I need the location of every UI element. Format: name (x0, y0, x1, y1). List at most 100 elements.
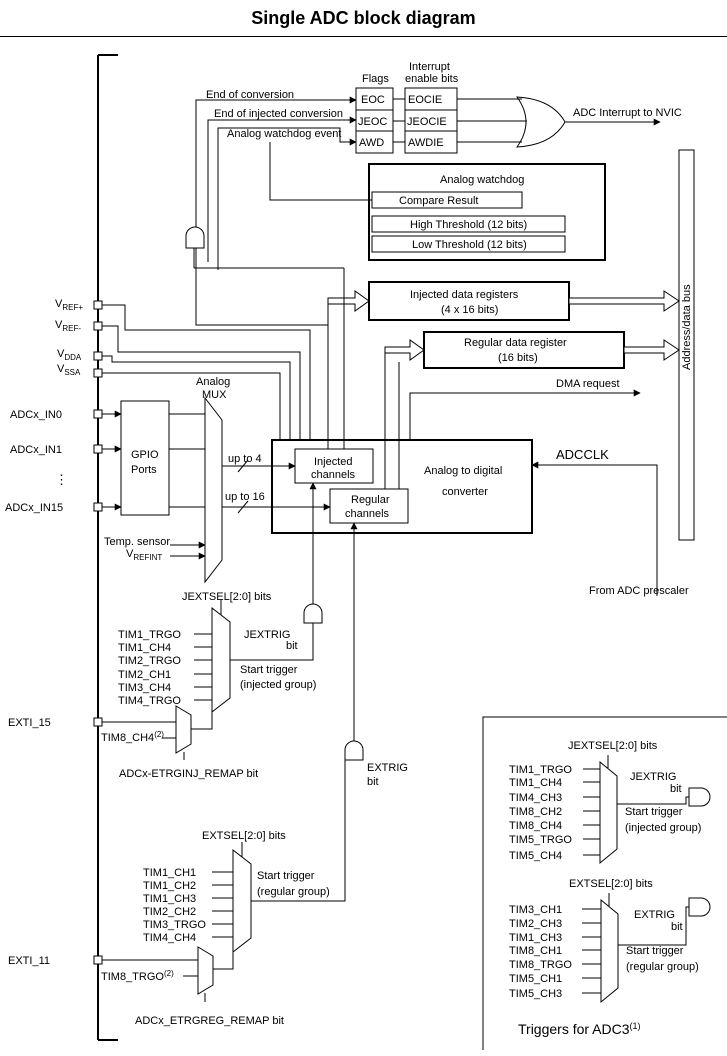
adc3-trigger-frame (482, 716, 727, 1050)
adc3-reg-trigger-3: TIM8_CH1 (509, 945, 562, 957)
pin-in1 (93, 444, 103, 454)
vref-minus-label: VREF- (55, 319, 81, 333)
pin-vref-minus (93, 321, 103, 331)
int-eocie: EOCIE (408, 94, 442, 106)
gpio-label-1: GPIO (131, 449, 159, 461)
adc-interrupt-label: ADC Interrupt to NVIC (573, 107, 682, 119)
adc3-injected-trigger-list: TIM1_TRGO TIM1_CH4 TIM4_CH3 TIM8_CH2 TIM… (509, 764, 572, 862)
regular-trigger-mux (232, 848, 252, 954)
injected-regs-2: (4 x 16 bits) (441, 304, 498, 316)
adc3-caption: Triggers for ADC3(1) (518, 1021, 641, 1037)
adc3-jextrig-1: JEXTRIG (630, 771, 676, 783)
regular-ch-1: Regular (351, 494, 390, 506)
start-regular-2: (regular group) (257, 886, 330, 898)
interrupt-header-1: Interrupt (409, 61, 450, 73)
event-awd-label: Analog watchdog event (227, 128, 341, 140)
title-rule (0, 36, 727, 37)
extsel-label: EXTSEL[2:0] bits (202, 830, 286, 842)
up-to-16: up to 16 (225, 491, 265, 503)
extrig-label-2: bit (367, 776, 379, 788)
adc-label-2: converter (442, 486, 488, 498)
gpio-label-2: Ports (131, 464, 157, 476)
reg-trigger-5: TIM4_CH4 (143, 932, 196, 944)
watchdog-title: Analog watchdog (440, 174, 524, 186)
low-threshold: Low Threshold (12 bits) (412, 239, 527, 251)
pin-vdda (93, 351, 103, 361)
pin-exti11 (93, 955, 103, 965)
high-threshold-box (371, 215, 566, 233)
regular-reg-1: Regular data register (464, 337, 567, 349)
adc3-jextrig-2: bit (670, 783, 682, 795)
adc3-jextrig-and-gate (688, 787, 711, 807)
injected-ch-2: channels (311, 469, 356, 481)
event-jeoc-label: End of injected conversion (214, 108, 343, 120)
adc3-inj-trigger-1: TIM1_CH4 (509, 777, 562, 789)
vssa-label: VSSA (57, 363, 81, 377)
adc3-reg-trigger-6: TIM5_CH3 (509, 988, 562, 1000)
adc3-inj-trigger-5: TIM5_TRGO (509, 834, 572, 846)
adc3-extsel: EXTSEL[2:0] bits (569, 878, 653, 890)
analog-watchdog-block (368, 163, 606, 261)
flag-jeoc: JEOC (358, 116, 387, 128)
regular-reg-2: (16 bits) (498, 352, 538, 364)
int-awdie: AWDIE (408, 137, 444, 149)
adc3-reg-trigger-2: TIM1_CH3 (509, 932, 562, 944)
injected-trigger-list: TIM1_TRGO TIM1_CH4 TIM2_TRGO TIM2_CH1 TI… (118, 629, 181, 707)
jextrig-label-2: bit (286, 640, 298, 652)
etrgreg-remap-mux (197, 946, 214, 995)
reg-trigger-0: TIM1_CH1 (143, 867, 196, 879)
from-prescaler: From ADC prescaler (589, 585, 689, 597)
adc3-start-injected-2: (injected group) (625, 822, 701, 834)
inj-trigger-5: TIM4_TRGO (118, 695, 181, 707)
adc3-reg-trigger-1: TIM2_CH3 (509, 918, 562, 930)
address-bus-label: Address/data bus (681, 284, 693, 370)
tim8-ch4-label: TIM8_CH4(2) (101, 730, 164, 744)
vrefint-label: VREFINT (126, 548, 162, 562)
inj-trigger-1: TIM1_CH4 (118, 642, 171, 654)
adc3-reg-trigger-4: TIM8_TRGO (509, 959, 572, 971)
start-injected-2: (injected group) (240, 679, 316, 691)
pin-in15 (93, 502, 103, 512)
adc3-regular-mux (600, 898, 619, 1004)
reg-trigger-3: TIM2_CH2 (143, 906, 196, 918)
exti11-label: EXTI_11 (8, 955, 50, 967)
extrig-label-1: EXTRIG (367, 762, 408, 774)
start-regular-1: Start trigger (257, 870, 315, 882)
pin-in0-label: ADCx_IN0 (10, 409, 62, 421)
mux-label-1: Analog (196, 376, 230, 388)
regular-ch-2: channels (345, 508, 390, 520)
inj-trigger-0: TIM1_TRGO (118, 629, 181, 641)
pin-vssa (93, 368, 103, 378)
temp-sensor: Temp. sensor (104, 536, 170, 548)
adc3-start-regular-1: Start trigger (626, 945, 684, 957)
etrgreg-remap-label: ADCx_ETRGREG_REMAP bit (135, 1015, 284, 1027)
adc3-injected-mux (599, 760, 618, 865)
gpio-ports (120, 400, 170, 516)
adc3-reg-trigger-0: TIM3_CH1 (509, 904, 562, 916)
adc3-inj-trigger-3: TIM8_CH2 (509, 806, 562, 818)
inj-trigger-4: TIM3_CH4 (118, 682, 171, 694)
low-threshold-box (371, 235, 566, 253)
pin-in15-label: ADCx_IN15 (5, 502, 63, 514)
adc3-inj-trigger-4: TIM8_CH4 (509, 820, 562, 832)
reg-trigger-4: TIM3_TRGO (143, 919, 206, 931)
adc3-extrig-and-gate (688, 897, 711, 917)
regular-trigger-list: TIM1_CH1 TIM1_CH2 TIM1_CH3 TIM2_CH2 TIM3… (143, 867, 206, 944)
adc3-inj-trigger-0: TIM1_TRGO (509, 764, 572, 776)
adc-converter-block (271, 439, 533, 534)
inj-trigger-2: TIM2_TRGO (118, 655, 181, 667)
adc-label-1: Analog to digital (424, 465, 502, 477)
pin-dots: ⋮ (55, 472, 68, 487)
reg-trigger-2: TIM1_CH3 (143, 893, 196, 905)
up-to-4: up to 4 (228, 453, 262, 465)
diagram-title: Single ADC block diagram (251, 8, 476, 28)
jextsel-label: JEXTSEL[2:0] bits (182, 591, 272, 603)
start-injected-1: Start trigger (240, 664, 298, 676)
adc3-regular-trigger-list: TIM3_CH1 TIM2_CH3 TIM1_CH3 TIM8_CH1 TIM8… (509, 904, 572, 1000)
mux-label-2: MUX (202, 389, 227, 401)
adc3-reg-trigger-5: TIM5_CH1 (509, 973, 562, 985)
compare-result: Compare Result (399, 195, 478, 207)
adc3-extrig-1: EXTRIG (634, 909, 675, 921)
address-data-bus (678, 149, 695, 541)
